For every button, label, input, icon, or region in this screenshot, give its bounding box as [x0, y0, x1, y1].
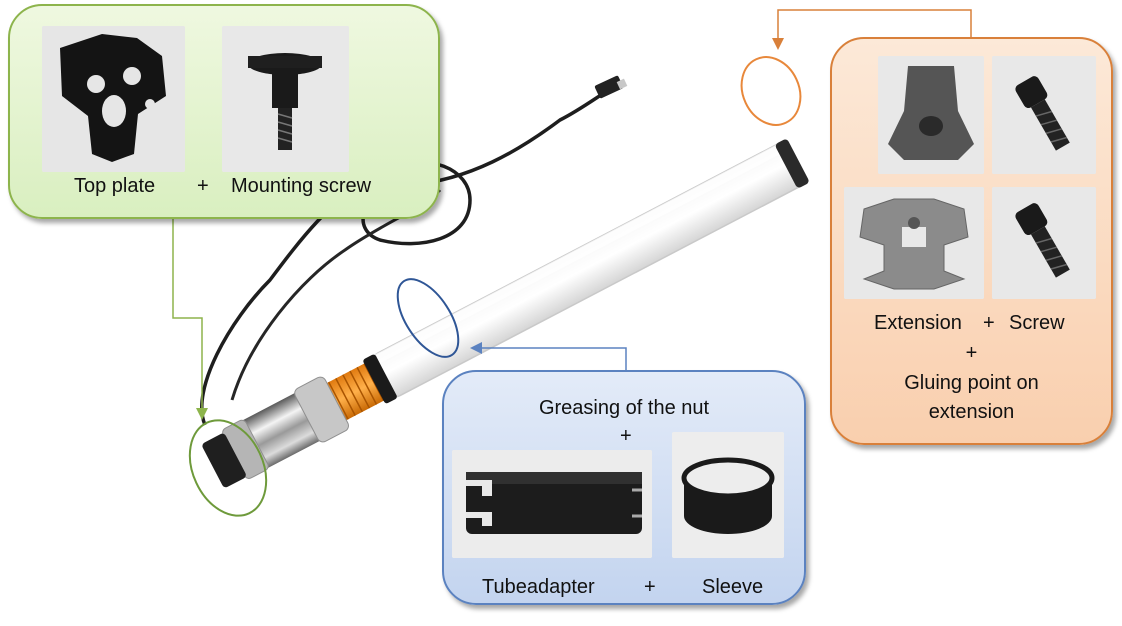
tubeadapter-photo: [452, 450, 652, 558]
top-plate-callout: Top plate + Mounting screw: [8, 4, 440, 219]
screw-label: Screw: [1009, 312, 1065, 334]
extension-icon: [878, 56, 984, 174]
screw-photo-1: [992, 56, 1096, 174]
extension-callout: Extension + Screw + Gluing point on exte…: [830, 37, 1113, 445]
mounting-screw-icon: [222, 26, 349, 172]
plus-sign-2: +: [644, 576, 656, 598]
power-cable: [200, 86, 613, 426]
extension-photo: [878, 56, 984, 174]
tubeadapter-callout: Greasing of the nut + Tubeadapter + Slee…: [442, 370, 806, 605]
motor-head: [202, 433, 246, 488]
extension-plate-photo: [844, 187, 984, 299]
cable-plug: [594, 75, 624, 99]
tubeadapter-icon: [452, 450, 652, 558]
nut-highlight: [396, 278, 460, 358]
mounting-screw-photo: [222, 26, 349, 172]
screw-icon-2: [992, 187, 1096, 299]
sleeve-photo: [672, 432, 784, 558]
gluing-point-label-2: extension: [928, 401, 1015, 423]
sleeve-icon: [672, 432, 784, 558]
top-plate-highlight: [188, 419, 268, 517]
sleeve-label: Sleeve: [702, 576, 764, 598]
screw-photo-2: [992, 187, 1096, 299]
plus-sign: +: [197, 175, 209, 197]
tube-end-cap: [775, 139, 809, 188]
plus-sign-2: +: [965, 342, 978, 364]
extension-plate-icon: [844, 187, 984, 299]
extension-label: Extension: [874, 312, 962, 334]
extension-highlight: [740, 56, 802, 126]
plus-sign-1: +: [983, 312, 995, 334]
mounting-screw-label: Mounting screw: [231, 175, 372, 197]
greasing-label: Greasing of the nut: [538, 397, 710, 419]
tubeadapter-label: Tubeadapter: [482, 576, 595, 598]
top-plate-label: Top plate: [74, 175, 156, 197]
gluing-point-label: Gluing point on: [904, 372, 1039, 394]
top-plate-icon: [42, 26, 185, 172]
top-plate-photo: [42, 26, 185, 172]
screw-icon-1: [992, 56, 1096, 174]
plus-sign-1: +: [620, 425, 632, 447]
